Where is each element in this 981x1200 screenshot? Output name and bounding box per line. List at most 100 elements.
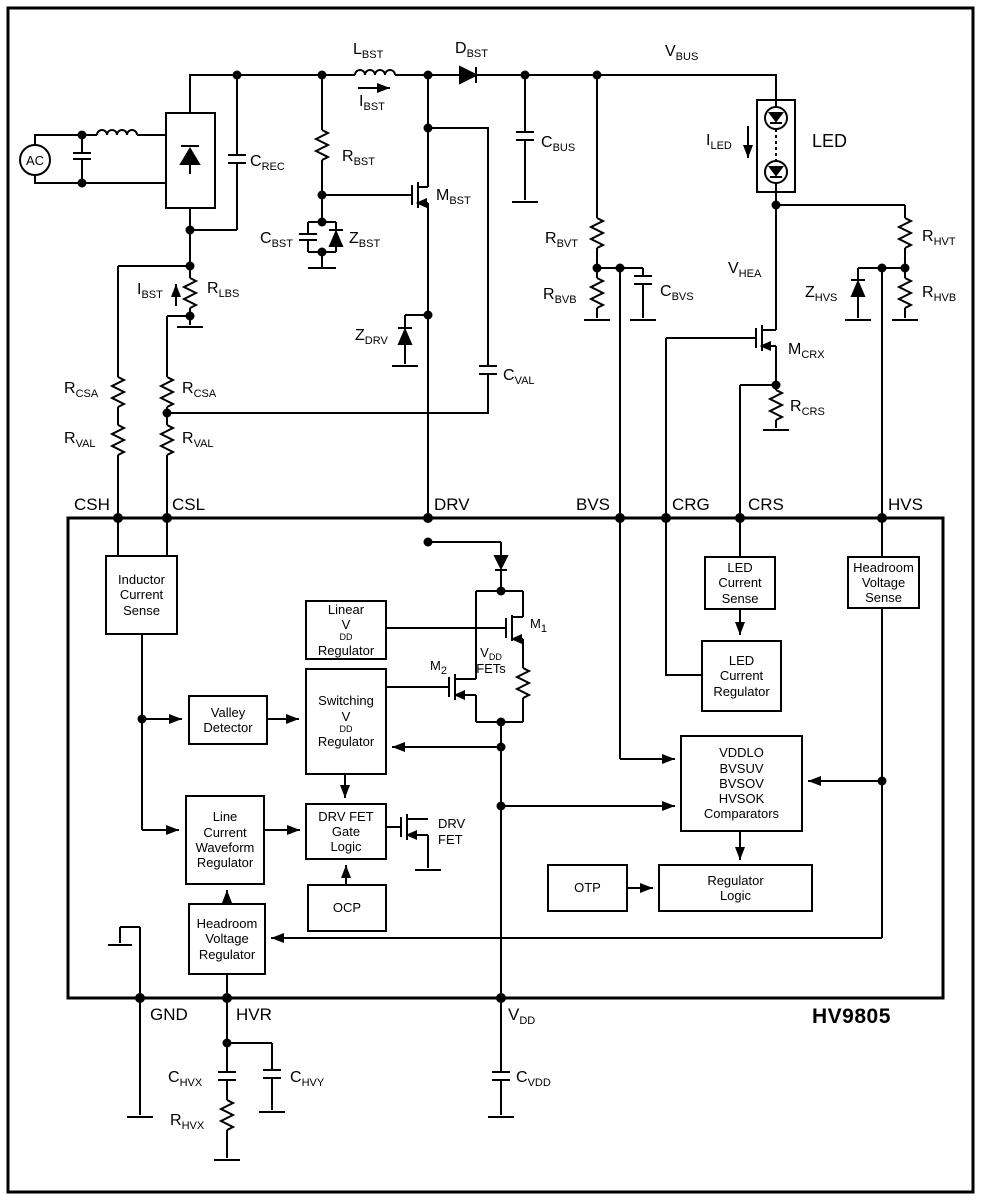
label-crec: CREC xyxy=(250,153,285,173)
label-cval: CVAL xyxy=(503,367,535,387)
label-rbst: RBST xyxy=(342,148,375,168)
label-cbvs: CBVS xyxy=(660,283,694,303)
vdd-fet-diode-icon xyxy=(428,541,507,591)
wiring xyxy=(19,65,945,1161)
block-led-current-regulator: LED Current Regulator xyxy=(701,640,782,712)
block-headroom-voltage-sense: Headroom Voltage Sense xyxy=(847,556,920,609)
block-led-current-sense: LED Current Sense xyxy=(704,556,776,610)
label-rlbs: RLBS xyxy=(207,280,240,300)
block-otp: OTP xyxy=(547,864,628,912)
x-capacitor-icon xyxy=(73,135,91,183)
pin-csh: CSH xyxy=(74,495,110,514)
block-valley-detector: Valley Detector xyxy=(188,695,268,745)
page-border xyxy=(6,6,975,1194)
pin-crs: CRS xyxy=(748,495,784,514)
label-zhvs: ZHVS xyxy=(805,284,838,304)
block-ocp: OCP xyxy=(307,884,387,932)
pin-csl: CSL xyxy=(172,495,206,514)
rcsa-left-resistor-icon xyxy=(109,376,127,408)
label-rcsa-right: RCSA xyxy=(182,380,217,400)
rbvb-resistor-icon xyxy=(588,277,606,309)
label-chvy: CHVY xyxy=(290,1069,325,1089)
pin-gnd: GND xyxy=(150,1005,188,1024)
mbst-mosfet-icon xyxy=(411,75,429,518)
block-line-current-waveform-regulator: Line Current Waveform Regulator xyxy=(185,795,265,885)
label-cbst: CBST xyxy=(260,230,293,250)
rlbs-resistor-icon xyxy=(181,277,199,309)
block-headroom-voltage-regulator: Headroom Voltage Regulator xyxy=(188,903,266,975)
crec-capacitor-icon xyxy=(189,75,246,266)
label-drv-fet: DRV FET xyxy=(438,816,466,848)
vdd-fets-resistor-icon xyxy=(514,667,532,699)
boost-inductor-icon xyxy=(354,69,396,76)
label-rhvb: RHVB xyxy=(922,284,957,304)
label-zbst: ZBST xyxy=(349,230,381,250)
rhvt-resistor-icon xyxy=(896,217,914,249)
label-dbst: DBST xyxy=(455,40,488,60)
label-ac: AC xyxy=(25,153,45,168)
block-regulator-logic: Regulator Logic xyxy=(658,864,813,912)
rbst-resistor-icon xyxy=(313,129,331,161)
label-m2: M2 xyxy=(430,658,447,677)
rcsa-right-resistor-icon xyxy=(158,376,176,408)
chip-name: HV9805 xyxy=(812,1005,891,1028)
chvx-capacitor-icon xyxy=(218,998,236,1100)
pin-drv: DRV xyxy=(434,495,470,514)
label-rhvx: RHVX xyxy=(170,1112,205,1132)
gnd-internal-icon xyxy=(108,926,141,998)
drv-fet-mosfet-icon xyxy=(387,814,441,871)
label-iled: ILED xyxy=(706,132,732,152)
label-rbvb: RBVB xyxy=(543,286,577,306)
label-ibst-left: IBST xyxy=(137,281,163,301)
label-rcsa-left: RCSA xyxy=(64,380,99,400)
pin-hvr: HVR xyxy=(236,1005,272,1024)
pin-vdd: VDD xyxy=(508,1005,536,1027)
zhvs-zener-icon xyxy=(845,268,871,321)
label-mbst: MBST xyxy=(436,187,471,207)
block-drv-fet-gate-logic: DRV FET Gate Logic xyxy=(305,803,387,860)
label-m1: M1 xyxy=(530,616,547,635)
label-lbst: LBST xyxy=(353,41,384,61)
led-string-icon xyxy=(756,99,796,205)
junction-dots xyxy=(77,70,910,1048)
chvy-capacitor-icon xyxy=(227,1042,285,1113)
block-inductor-current-sense: Inductor Current Sense xyxy=(105,555,178,635)
rhvx-resistor-icon xyxy=(218,1099,236,1131)
cval-capacitor-icon xyxy=(167,127,497,414)
label-ibst-top: IBST xyxy=(359,93,385,113)
boost-diode-icon xyxy=(459,65,479,85)
label-chvx: CHVX xyxy=(168,1069,203,1089)
rcrs-resistor-icon xyxy=(767,389,785,421)
rbvt-resistor-icon xyxy=(588,217,606,249)
label-zdrv: ZDRV xyxy=(355,327,388,347)
rval-right-resistor-icon xyxy=(158,424,176,456)
emi-inductor-icon xyxy=(96,129,138,136)
label-rcrs: RCRS xyxy=(790,398,825,418)
rhvb-resistor-icon xyxy=(896,277,914,309)
label-rval-left: RVAL xyxy=(64,430,96,450)
pin-bvs: BVS xyxy=(576,495,611,514)
cbst-capacitor-icon xyxy=(299,222,317,252)
rval-left-resistor-icon xyxy=(109,424,127,456)
label-vbus: VBUS xyxy=(665,43,699,63)
label-rbvt: RBVT xyxy=(545,230,578,250)
mcrx-mosfet-icon xyxy=(665,205,777,518)
cbus-capacitor-icon xyxy=(512,75,538,203)
label-vdd-fets: VDD FETs xyxy=(476,645,506,677)
label-cbus: CBUS xyxy=(541,134,576,154)
label-led: LED xyxy=(812,131,848,151)
label-mcrx: MCRX xyxy=(788,341,825,361)
cbvs-capacitor-icon xyxy=(630,268,656,321)
pin-crg: CRG xyxy=(672,495,710,514)
block-comparators: VDDLO BVSUV BVSOV HVSOK Comparators xyxy=(680,735,803,832)
zdrv-zener-icon xyxy=(392,314,428,367)
label-rhvt: RHVT xyxy=(922,228,956,248)
cvdd-capacitor-icon xyxy=(488,998,514,1118)
pin-hvs: HVS xyxy=(888,495,923,514)
label-rval-right: RVAL xyxy=(182,430,214,450)
label-cvdd: CVDD xyxy=(516,1069,551,1089)
